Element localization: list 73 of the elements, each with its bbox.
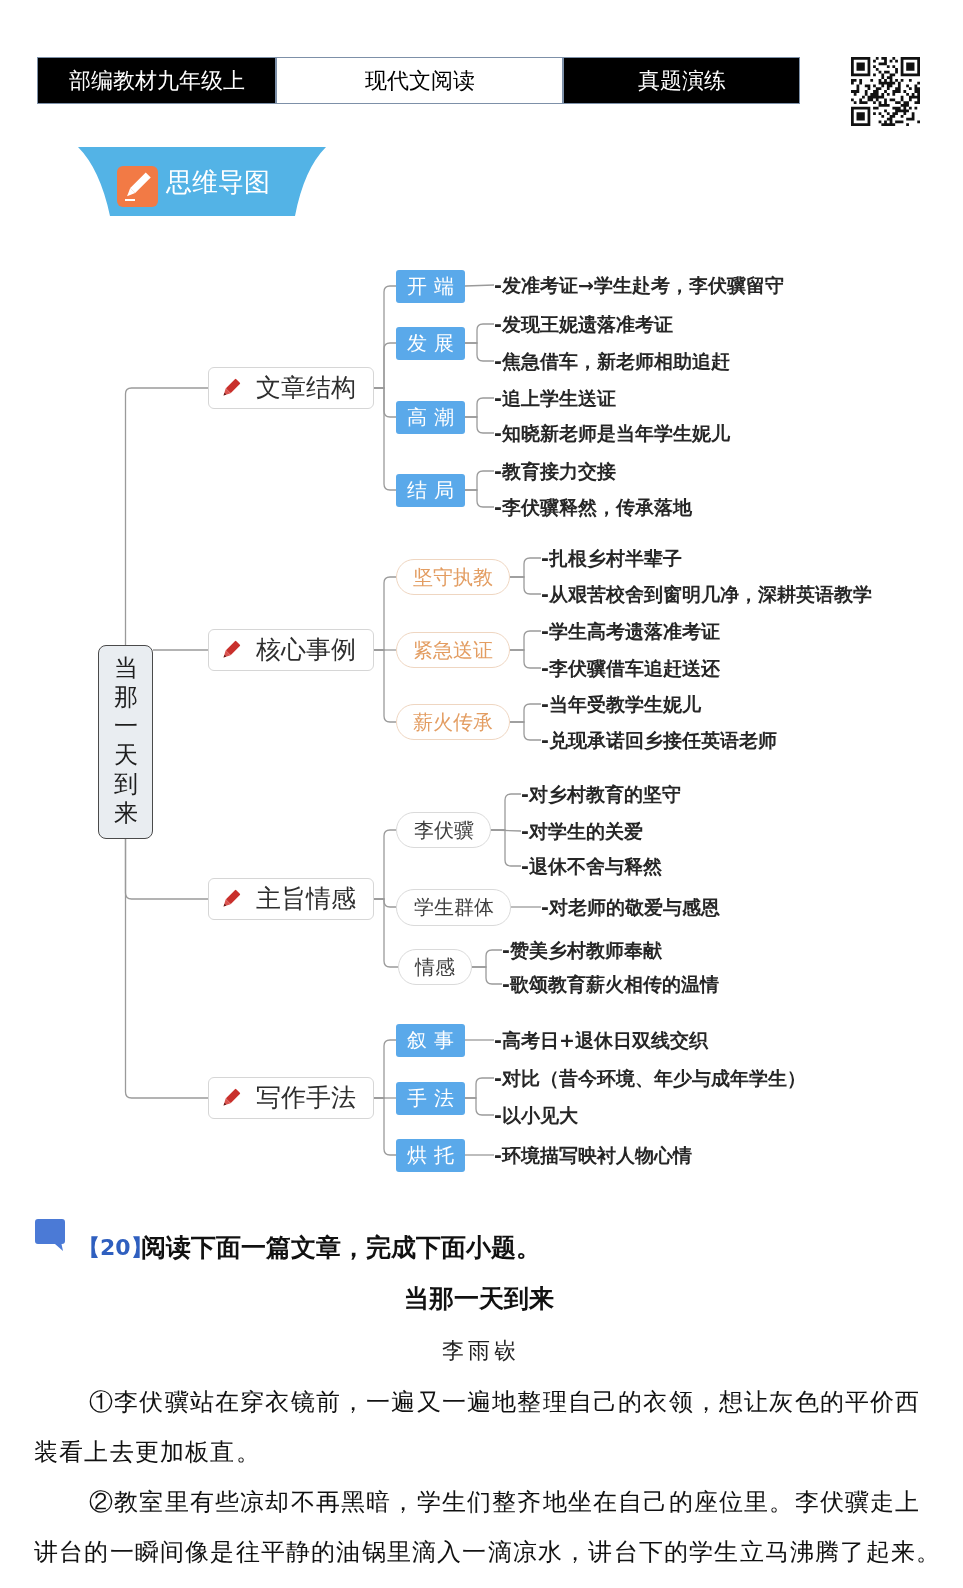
leaf-text: -李伏骥借车追赶送还 xyxy=(541,656,720,680)
header-cell: 现代文阅读 xyxy=(276,57,563,104)
leaf-text: -发准考证→学生赴考，李伏骥留守 xyxy=(494,273,784,297)
leaf-text: -发现王妮遗落准考证 xyxy=(494,312,673,336)
branch-line xyxy=(509,649,542,669)
topic-label: 核心事例 xyxy=(256,635,356,665)
topic-box xyxy=(208,878,374,920)
leaf-text: -从艰苦校舍到窗明几净，深耕英语教学 xyxy=(541,582,872,606)
article-title: 当那一天到来 xyxy=(404,1283,554,1315)
branch-line xyxy=(464,1039,495,1041)
example-pill: 坚守执教 xyxy=(396,559,510,595)
branch-line xyxy=(510,906,542,908)
leaf-text: -高考日+退休日双线交织 xyxy=(494,1028,708,1052)
paragraph: ①李伏骥站在穿衣镜前，一遍又一遍地整理自己的衣领，想让灰色的平价西装看上去更加板直。 xyxy=(34,1387,922,1468)
section-title: 思维导图 xyxy=(166,166,270,199)
leaf-text: -以小见大 xyxy=(494,1103,578,1127)
branch-line xyxy=(124,387,209,646)
leaf-text: -环境描写映衬人物心情 xyxy=(494,1143,692,1167)
topic-label: 文章结构 xyxy=(256,373,356,403)
leaf-text: -兑现承诺回乡接任英语老师 xyxy=(541,728,777,752)
branch-line xyxy=(509,576,542,595)
topic-label: 写作手法 xyxy=(256,1083,356,1113)
example-pill: 紧急送证 xyxy=(396,632,510,668)
leaf-text: -对比（昔今环境、年少与成年学生） xyxy=(494,1066,806,1090)
branch-line xyxy=(464,416,495,434)
branch-line xyxy=(373,1097,397,1156)
branch-line xyxy=(464,342,495,362)
leaf-text: -赞美乡村教师奉献 xyxy=(502,938,662,962)
leaf-text: -对乡村教育的坚守 xyxy=(521,782,681,806)
leaf-text: -学生高考遗落准考证 xyxy=(541,619,720,643)
leaf-text: -对老师的敬爱与感恩 xyxy=(541,895,720,919)
stage-box: 开端 xyxy=(396,269,465,303)
branch-line xyxy=(464,284,495,287)
stage-box: 结局 xyxy=(396,473,465,507)
branch-line xyxy=(373,898,399,968)
header-cell: 部编教材九年级上 xyxy=(37,57,276,104)
stage-box: 高潮 xyxy=(396,400,465,434)
branch-line xyxy=(152,649,209,651)
leaf-text: -当年受教学生妮儿 xyxy=(541,692,701,716)
branch-line xyxy=(373,649,397,723)
leaf-text: -退休不舍与释然 xyxy=(521,854,662,878)
topic-box xyxy=(208,367,374,409)
leaf-text: -扎根乡村半辈子 xyxy=(541,546,682,570)
topic-box xyxy=(208,1077,374,1119)
example-pill: 薪火传承 xyxy=(396,704,510,740)
leaf-text: -焦急借车，新老师相助追赶 xyxy=(494,349,730,373)
stage-box: 叙事 xyxy=(396,1023,465,1057)
branch-line xyxy=(373,387,397,491)
branch-line xyxy=(124,838,209,1099)
branch-line xyxy=(490,829,522,867)
leaf-text: -歌颂教育薪火相传的温情 xyxy=(502,972,719,996)
leaf-text: -李伏骥释然，传承落地 xyxy=(494,495,692,519)
stage-box: 手法 xyxy=(396,1081,465,1115)
branch-line xyxy=(471,966,503,985)
branch-line xyxy=(464,489,495,508)
stage-box: 发展 xyxy=(396,326,465,360)
root-box: 当那一天到来 xyxy=(98,645,153,839)
paragraph: ②教室里有些凉却不再黑暗，学生们整齐地坐在自己的座位里。李伏骥走上讲台的一瞬间像是往平静的油锅里滴入一滴凉水，讲台下的学生立马沸腾了起来。 xyxy=(34,1487,943,1568)
branch-line xyxy=(464,1097,495,1116)
theme-pill: 情感 xyxy=(398,949,472,985)
theme-pill: 学生群体 xyxy=(396,888,511,926)
leaf-text: -知晓新老师是当年学生妮儿 xyxy=(494,421,730,445)
topic-label: 主旨情感 xyxy=(256,884,356,914)
topic-box xyxy=(208,629,374,671)
stage-box: 烘托 xyxy=(396,1138,465,1172)
branch-line xyxy=(509,721,542,741)
theme-pill: 李伏骥 xyxy=(396,812,491,848)
leaf-text: -对学生的关爱 xyxy=(521,819,643,843)
author-name: 李雨嵚 xyxy=(441,1337,520,1365)
leaf-text: -追上学生送证 xyxy=(494,386,616,410)
branch-line xyxy=(464,1154,495,1156)
header-cell: 真题演练 xyxy=(563,57,800,104)
leaf-text: -教育接力交接 xyxy=(494,459,616,483)
